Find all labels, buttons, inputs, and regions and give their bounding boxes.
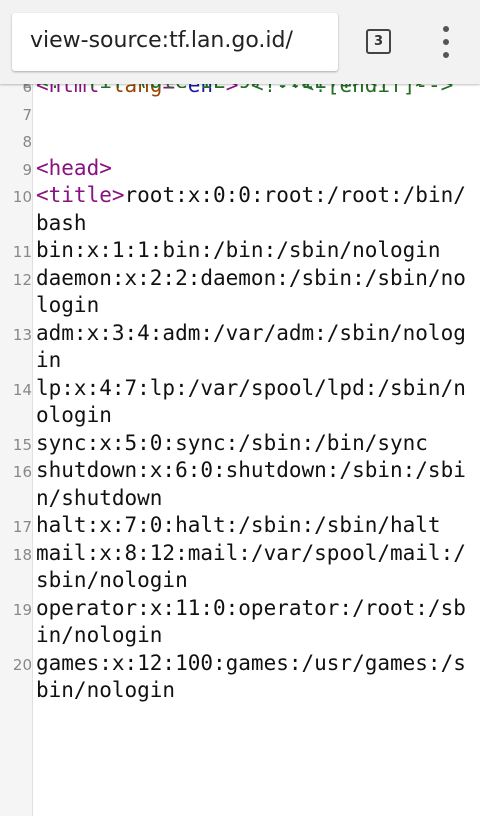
code-line: 15 sync:x:5:0:sync:/sbin:/bin/sync: [0, 430, 480, 458]
menu-dot: [443, 52, 449, 58]
line-content: games:x:12:100:games:/usr/games:/sbin/no…: [36, 650, 466, 703]
line-content: mail:x:8:12:mail:/var/spool/mail:/sbin/n…: [36, 540, 466, 593]
code-line: 14 lp:x:4:7:lp:/var/spool/lpd:/sbin/nolo…: [0, 375, 480, 430]
code-line: 13 adm:x:3:4:adm:/var/adm:/sbin/nologin: [0, 320, 480, 375]
line-number: 7: [22, 105, 32, 124]
line-content: <head>: [36, 155, 474, 183]
line-number: 15: [12, 435, 32, 454]
url-bar[interactable]: view-source:tf.lan.go.id/: [12, 13, 338, 71]
line-number-gutter: [0, 0, 33, 816]
browser-toolbar: view-source:tf.lan.go.id/ 3: [0, 0, 480, 84]
title-text: root:x:0:0:root:/root:/bin/bash: [36, 183, 466, 235]
line-number: 18: [12, 545, 32, 564]
code-line: 10 <title>root:x:0:0:root:/root:/bin/bas…: [0, 182, 480, 237]
line-content: [36, 127, 474, 155]
code-line: 7: [0, 100, 480, 128]
line-number: 12: [12, 270, 32, 289]
head-tag: <head>: [36, 155, 112, 180]
line-content: <title>root:x:0:0:root:/root:/bin/bash: [36, 182, 474, 237]
line-content: [36, 100, 474, 128]
line-number: 11: [12, 243, 32, 261]
code-line: 18 mail:x:8:12:mail:/var/spool/mail:/sbi…: [0, 540, 480, 595]
code-line: 11 bin:x:1:1:bin:/bin:/sbin/nologin: [0, 237, 480, 265]
line-number: 19: [12, 600, 32, 619]
menu-dot: [443, 39, 449, 45]
line-content: adm:x:3:4:adm:/var/adm:/sbin/nologin: [36, 320, 466, 373]
line-number: 14: [12, 380, 32, 399]
code-line: 19 operator:x:11:0:operator:/root:/sbin/…: [0, 595, 480, 650]
title-tag: <title>: [36, 183, 125, 207]
code-line: 9 <head>: [0, 155, 480, 183]
tab-count: 3: [373, 34, 384, 49]
overflow-menu-icon[interactable]: [436, 26, 456, 58]
line-number: 6: [0, 80, 32, 88]
line-number: 17: [12, 518, 32, 536]
line-content: shutdown:x:6:0:shutdown:/sbin:/sbin/shut…: [36, 458, 466, 510]
line-number: 8: [22, 133, 32, 151]
line-content: daemon:x:2:2:daemon:/sbin:/sbin/nologin: [36, 265, 466, 318]
line-content: halt:x:7:0:halt:/sbin:/sbin/halt: [36, 513, 441, 537]
line-number: 10: [12, 188, 32, 206]
tab-switcher-button[interactable]: 3: [366, 29, 391, 54]
line-number: 6: [22, 78, 32, 96]
line-content: bin:x:1:1:bin:/bin:/sbin/nologin: [36, 238, 441, 262]
line-number: 9: [22, 160, 32, 179]
url-text: view-source:tf.lan.go.id/: [30, 28, 293, 53]
line-content: lp:x:4:7:lp:/var/spool/lpd:/sbin/nologin: [36, 375, 466, 428]
line-number: 16: [12, 463, 32, 481]
line-number: 20: [12, 655, 32, 674]
source-code-view[interactable]: 6 <html lang="en"> <!--<![endif]--> 7 8 …: [0, 72, 480, 705]
line-content: sync:x:5:0:sync:/sbin:/bin/sync: [36, 430, 428, 455]
line-content: operator:x:11:0:operator:/root:/sbin/nol…: [36, 595, 466, 648]
code-line: 16 shutdown:x:6:0:shutdown:/sbin:/sbin/s…: [0, 457, 480, 512]
code-line: 8: [0, 127, 480, 155]
code-line: 20 games:x:12:100:games:/usr/games:/sbin…: [0, 650, 480, 705]
code-line: 17 halt:x:7:0:halt:/sbin:/sbin/halt: [0, 512, 480, 540]
code-line: 12 daemon:x:2:2:daemon:/sbin:/sbin/nolog…: [0, 265, 480, 320]
menu-dot: [443, 26, 449, 32]
line-number: 13: [12, 325, 32, 344]
